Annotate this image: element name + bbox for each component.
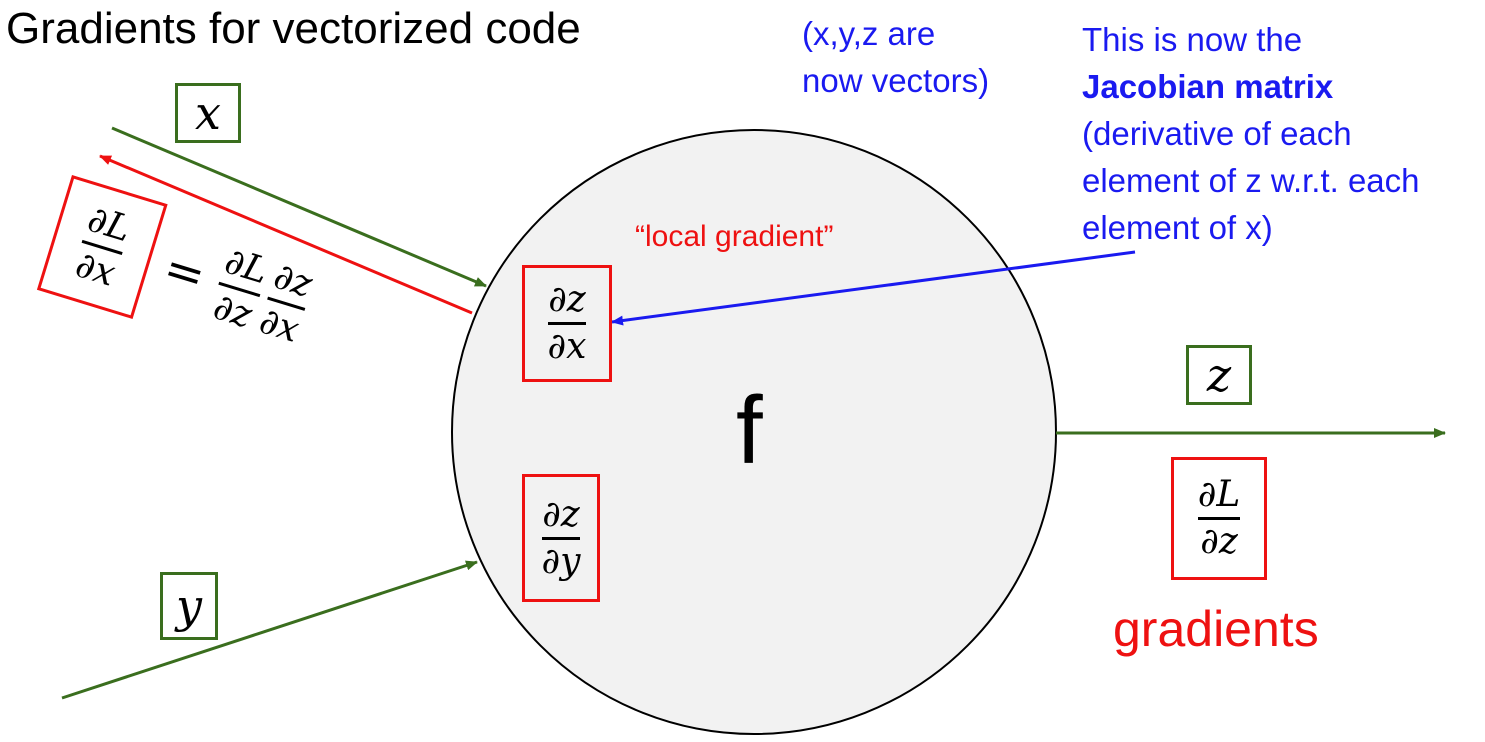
fraction-denominator: ∂x [547,326,587,367]
vectors-note: (x,y,z are now vectors) [802,10,989,104]
fraction-numerator: ∂L [1197,474,1241,516]
jacobian-note-line: (derivative of each [1082,115,1352,152]
z-variable-label: z [1206,348,1232,402]
x-gradient-arrow [99,154,473,315]
vectors-note-line: now vectors) [802,62,990,99]
jacobian-note-line: This is now the [1082,21,1303,58]
x-variable-box: x [175,83,241,143]
y-variable-box: y [160,572,218,640]
jacobian-note-line: element of z w.r.t. each [1082,162,1420,199]
function-label: f [736,377,763,484]
fraction-denominator: ∂y [541,540,581,582]
y-variable-label: y [176,579,202,633]
dz-dy-fraction: ∂z ∂y [541,493,581,582]
fraction-bar [547,322,587,325]
jacobian-note-line: element of x) [1082,209,1273,246]
fraction-numerator: ∂z [548,279,586,321]
fraction-denominator: ∂z [208,285,257,337]
dl-dz-fraction: ∂L ∂z [1197,474,1241,562]
upstream-gradient-dl-dz-box: ∂L ∂z [1171,457,1267,580]
local-gradient-label: “local gradient” [635,220,834,253]
dz-dx-fraction: ∂z ∂x [547,279,587,367]
fraction-numerator: ∂z [542,493,580,535]
gradients-label: gradients [1113,601,1319,657]
fraction-bar [541,536,581,540]
equals-sign: = [157,239,213,305]
fraction-denominator: ∂x [70,243,121,295]
vectors-note-line: (x,y,z are [802,15,936,52]
jacobian-note-title: Jacobian matrix [1082,68,1334,105]
dl-dx-fraction: ∂L ∂x [69,199,136,295]
local-gradient-dz-dx-box: ∂z ∂x [522,265,612,382]
x-variable-label: x [195,86,221,140]
fraction-bar [1197,517,1241,520]
x-input-arrow [111,126,487,288]
fraction-denominator: ∂z [1200,521,1238,562]
page-title: Gradients for vectorized code [6,4,581,53]
jacobian-note: This is now the Jacobian matrix (derivat… [1082,16,1420,251]
jacobian-pointer-arrow [611,250,1136,326]
local-gradient-dz-dy-box: ∂z ∂y [522,474,600,602]
z-variable-box: z [1186,345,1252,405]
y-input-arrow [61,560,478,700]
